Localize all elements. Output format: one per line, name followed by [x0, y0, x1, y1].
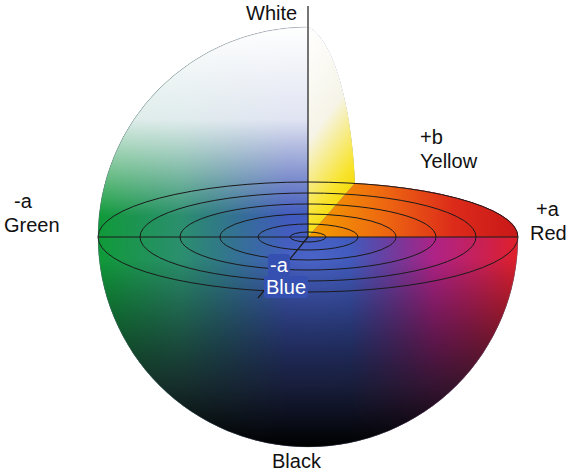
- color-label: Yellow: [420, 150, 477, 172]
- color-label: Green: [4, 214, 60, 236]
- axis-label: -a: [268, 254, 290, 276]
- axis-label: -a: [14, 190, 32, 212]
- red-cut-face: [308, 183, 518, 237]
- color-label: Red: [530, 222, 567, 244]
- axis-label: +b: [420, 126, 443, 148]
- axis-label: +a: [536, 198, 559, 220]
- sphere-outline: [98, 27, 518, 447]
- axes: [98, 6, 518, 298]
- color-label: Blue: [264, 276, 308, 298]
- color-label: Black: [272, 450, 321, 472]
- sphere-body: [90, 20, 530, 460]
- axis-label: White: [246, 2, 297, 24]
